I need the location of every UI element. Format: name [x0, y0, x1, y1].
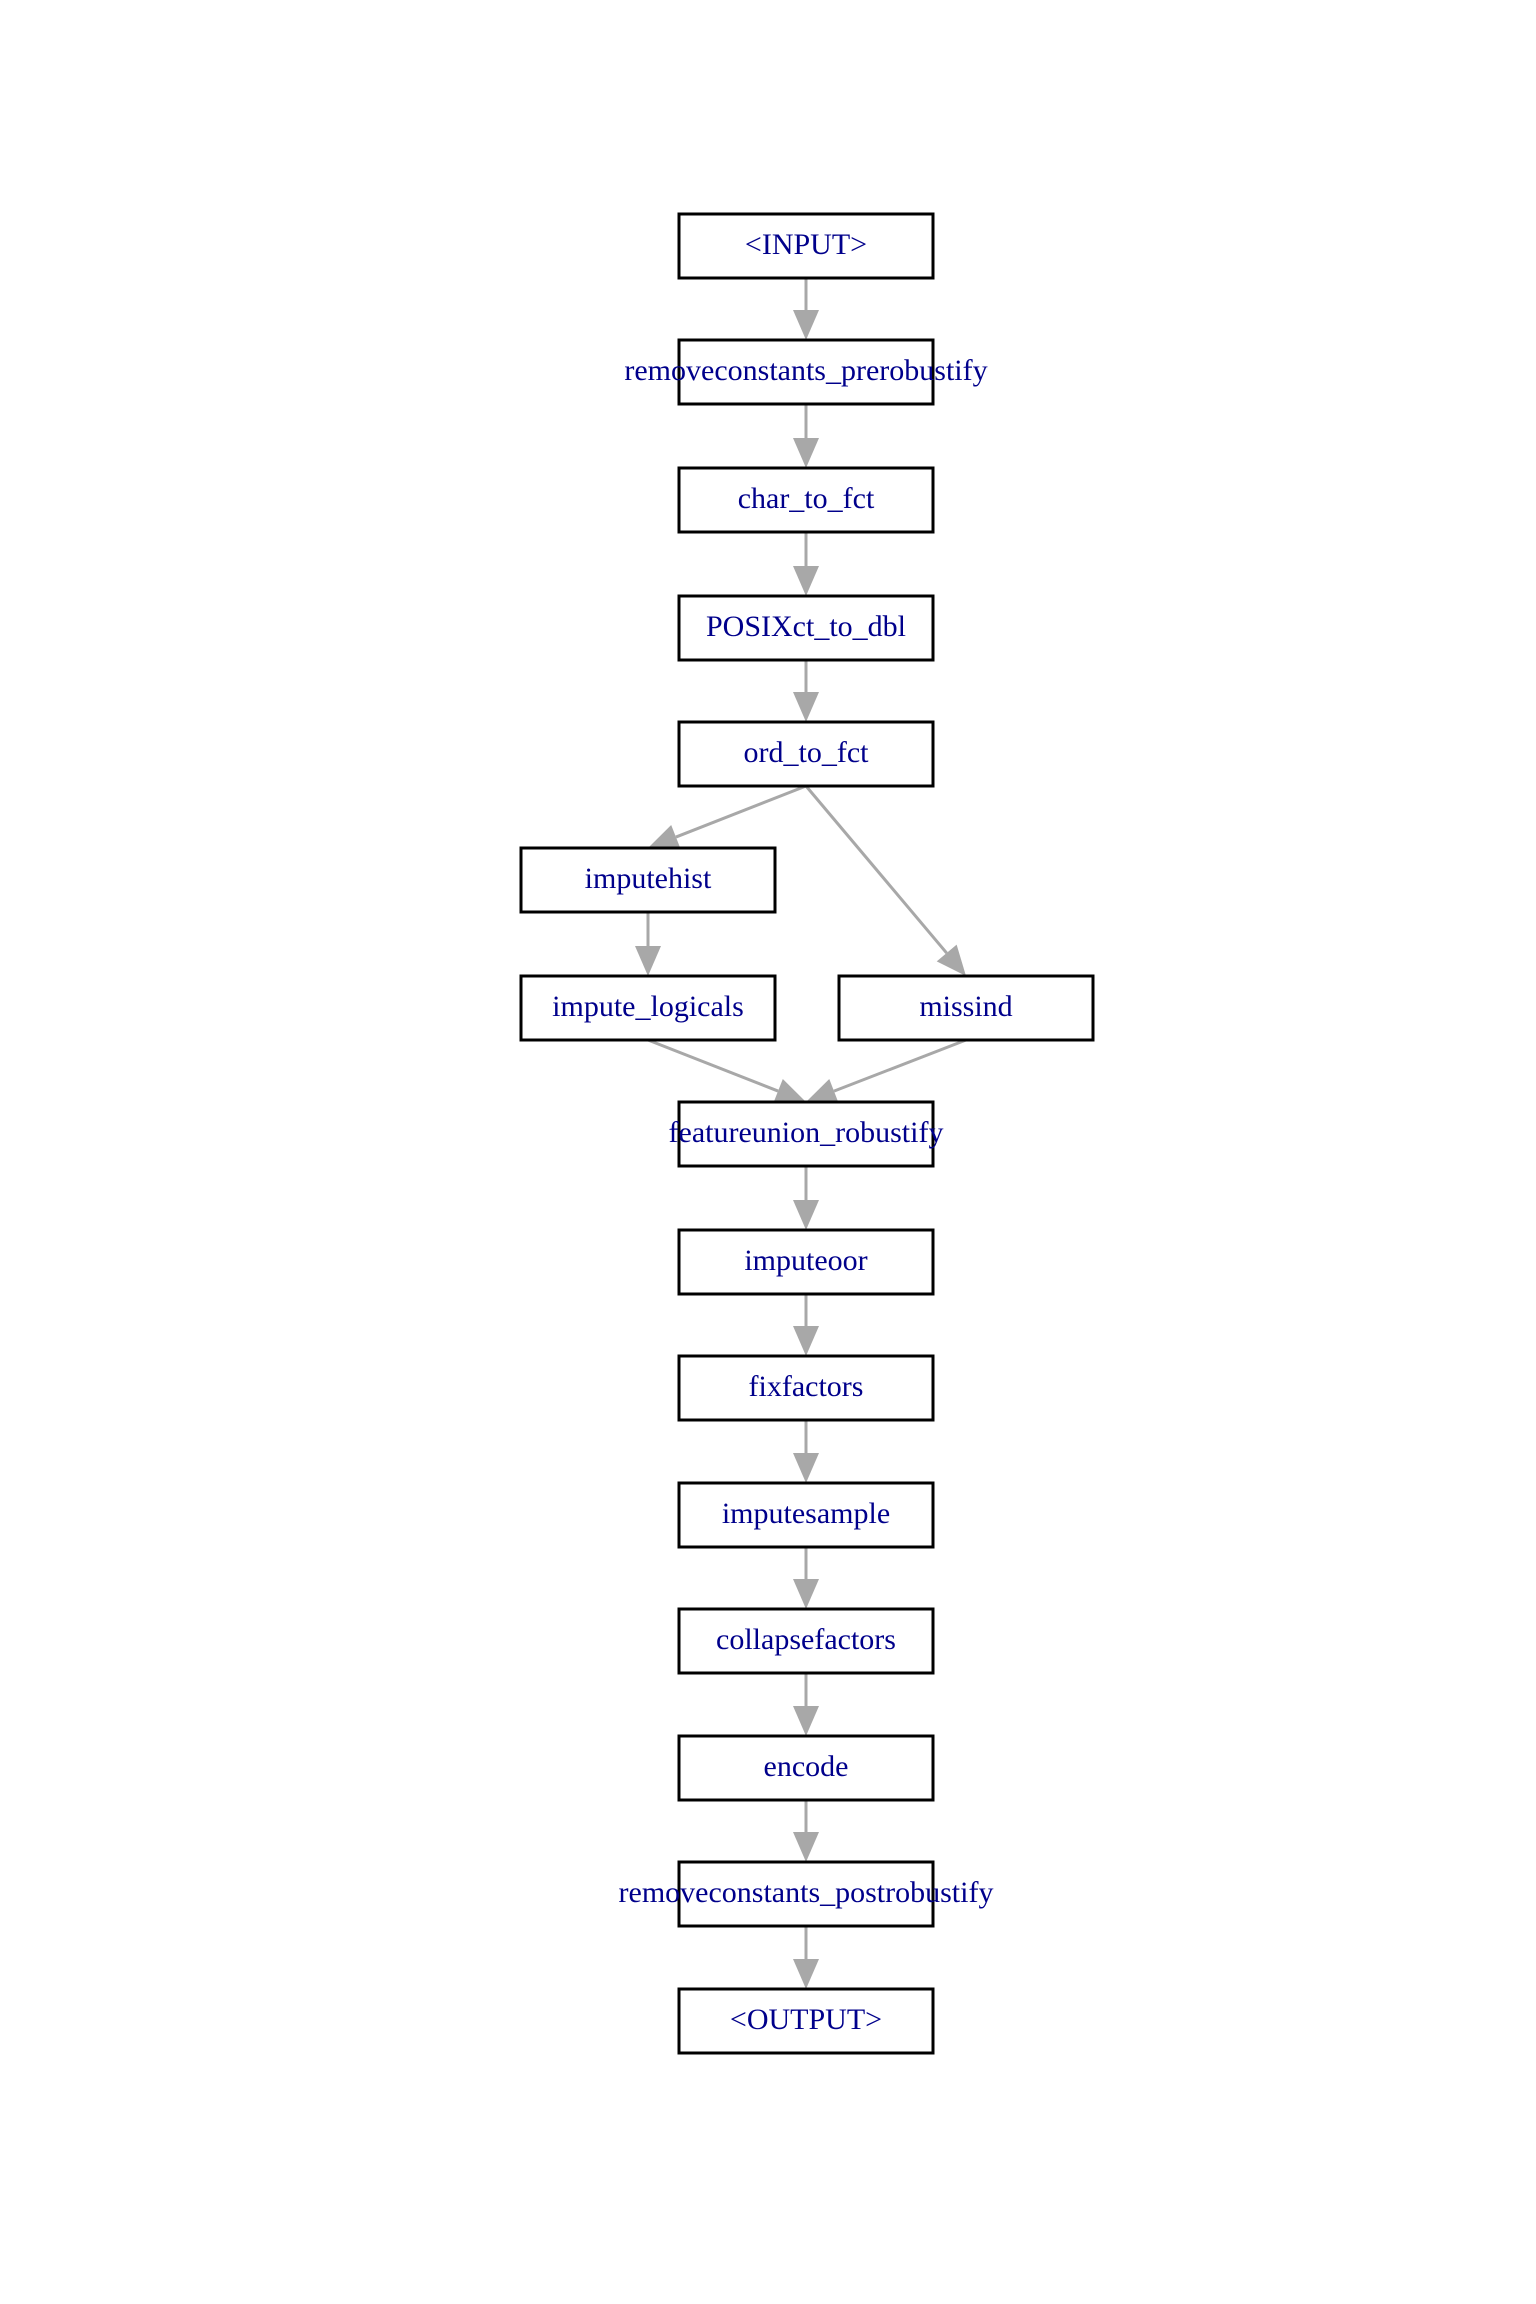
node-collapsefactors[interactable]: collapsefactors [677, 1607, 935, 1675]
node-box-imputeoor[interactable] [677, 1228, 935, 1296]
edge-char_to_fct-to-POSIXct_to_dbl [793, 532, 819, 596]
edge-POSIXct_to_dbl-to-ord_to_fct [793, 660, 819, 722]
node-label-char_to_fct: char_to_fct [738, 482, 875, 515]
node-label-collapsefactors: collapsefactors [716, 1623, 896, 1656]
edge-imputeoor-to-fixfactors [793, 1294, 819, 1356]
node-label-output: <OUTPUT> [730, 2003, 882, 2036]
edge-removeconstants_prerobustify-to-char_to_fct [793, 404, 819, 468]
node-box-featureunion_robustify[interactable] [677, 1100, 935, 1168]
node-label-encode: encode [764, 1750, 849, 1783]
edge-encode-to-removeconstants_postrobustify [793, 1800, 819, 1862]
edge-missind-to-featureunion_robustify [806, 1038, 967, 1104]
node-input[interactable]: <INPUT> [677, 212, 935, 280]
node-fixfactors[interactable]: fixfactors [677, 1354, 935, 1422]
edge-featureunion_robustify-to-imputeoor [793, 1166, 819, 1230]
edge-ord_to_fct-to-imputehist [648, 784, 807, 850]
node-box-output[interactable] [677, 1987, 935, 2055]
node-missind[interactable]: missind [837, 974, 1095, 1042]
node-box-ord_to_fct[interactable] [677, 720, 935, 788]
node-box-removeconstants_prerobustify[interactable] [677, 338, 935, 406]
node-box-impute_logicals[interactable] [519, 974, 777, 1042]
node-removeconstants_postrobustify[interactable]: removeconstants_postrobustify [619, 1860, 994, 1928]
node-label-impute_logicals: impute_logicals [552, 990, 744, 1023]
node-label-imputehist: imputehist [585, 862, 712, 895]
node-box-collapsefactors[interactable] [677, 1607, 935, 1675]
node-box-POSIXct_to_dbl[interactable] [677, 594, 935, 662]
node-featureunion_robustify[interactable]: featureunion_robustify [669, 1100, 944, 1168]
node-encode[interactable]: encode [677, 1734, 935, 1802]
node-output[interactable]: <OUTPUT> [677, 1987, 935, 2055]
node-label-featureunion_robustify: featureunion_robustify [669, 1116, 944, 1149]
edges-layer [635, 278, 967, 1989]
node-label-removeconstants_postrobustify: removeconstants_postrobustify [619, 1876, 994, 1909]
node-imputeoor[interactable]: imputeoor [677, 1228, 935, 1296]
node-box-encode[interactable] [677, 1734, 935, 1802]
node-removeconstants_prerobustify[interactable]: removeconstants_prerobustify [624, 338, 988, 406]
node-impute_logicals[interactable]: impute_logicals [519, 974, 777, 1042]
node-label-imputesample: imputesample [722, 1497, 890, 1530]
node-imputehist[interactable]: imputehist [519, 846, 777, 914]
node-box-removeconstants_postrobustify[interactable] [677, 1860, 935, 1928]
node-label-fixfactors: fixfactors [749, 1370, 864, 1403]
node-box-imputesample[interactable] [677, 1481, 935, 1549]
node-label-POSIXct_to_dbl: POSIXct_to_dbl [706, 610, 906, 643]
edge-imputesample-to-collapsefactors [793, 1547, 819, 1609]
edge-fixfactors-to-imputesample [793, 1420, 819, 1483]
node-box-char_to_fct[interactable] [677, 466, 935, 534]
node-box-input[interactable] [677, 212, 935, 280]
node-imputesample[interactable]: imputesample [677, 1481, 935, 1549]
node-label-input: <INPUT> [745, 228, 867, 261]
node-ord_to_fct[interactable]: ord_to_fct [677, 720, 935, 788]
edge-input-to-removeconstants_prerobustify [793, 278, 819, 340]
node-box-missind[interactable] [837, 974, 1095, 1042]
node-label-ord_to_fct: ord_to_fct [744, 736, 870, 769]
node-POSIXct_to_dbl[interactable]: POSIXct_to_dbl [677, 594, 935, 662]
edge-removeconstants_postrobustify-to-output [793, 1926, 819, 1989]
node-box-imputehist[interactable] [519, 846, 777, 914]
node-char_to_fct[interactable]: char_to_fct [677, 466, 935, 534]
node-label-imputeoor: imputeoor [744, 1244, 867, 1277]
node-label-missind: missind [919, 990, 1012, 1023]
node-box-fixfactors[interactable] [677, 1354, 935, 1422]
node-label-removeconstants_prerobustify: removeconstants_prerobustify [624, 354, 987, 387]
edge-collapsefactors-to-encode [793, 1673, 819, 1736]
edge-imputehist-to-impute_logicals [635, 912, 661, 976]
nodes-layer: <INPUT> removeconstants_prerobustify char_… [519, 212, 1095, 2055]
edge-impute_logicals-to-featureunion_robustify [647, 1038, 806, 1104]
edge-ord_to_fct-to-missind [804, 785, 966, 976]
